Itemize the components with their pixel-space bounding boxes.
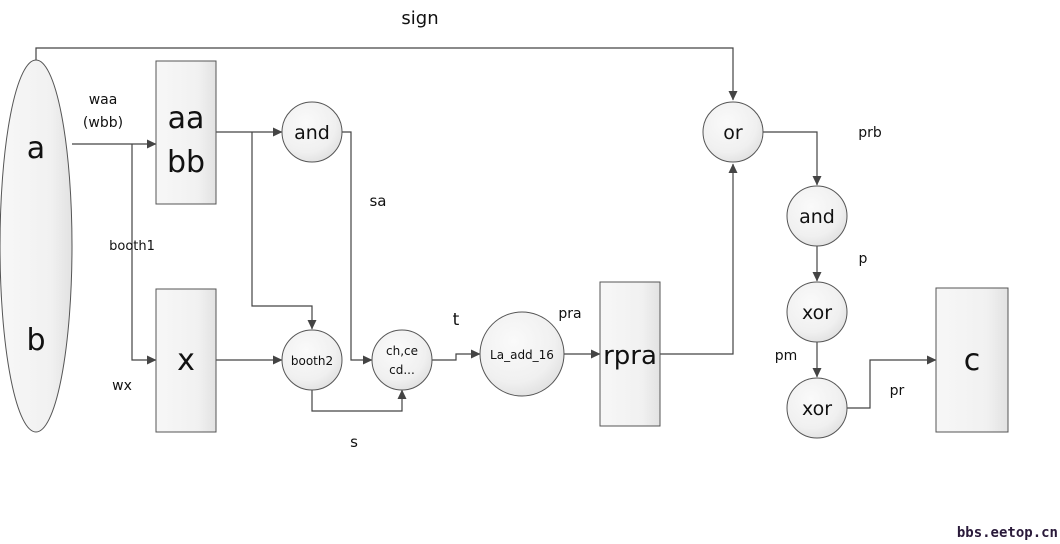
node-chce-line2: cd... [389,363,415,377]
wire-sign [35,47,738,101]
node-aa-bb-box[interactable]: aa bb [155,60,217,205]
node-aa-label: aa [168,101,205,136]
signal-label-t: t [453,310,460,330]
signal-label-sa: sa [369,192,386,210]
wire-s [311,389,407,412]
signal-label-prb: prb [858,125,882,141]
node-xor1-label: xor [802,302,832,324]
node-la-add-16-label: La_add_16 [490,348,554,362]
node-ab-ellipse[interactable]: a b [0,59,73,433]
watermark: bbs.eetop.cn [957,525,1058,541]
node-xor2-label: xor [802,398,832,420]
node-rpra-box[interactable]: rpra [599,281,661,427]
node-chce-line1: ch,ce [386,344,418,358]
node-rpra-label: rpra [603,341,657,371]
node-booth2-label: booth2 [291,354,333,368]
node-c-label: c [964,343,981,378]
node-or-label: or [723,122,743,144]
node-bb-label: bb [167,145,205,180]
node-la-add-16[interactable]: La_add_16 [479,311,565,397]
node-xor-gate-2[interactable]: xor [786,377,848,439]
node-b-label: b [26,323,45,358]
node-or-gate[interactable]: or [702,101,764,163]
wire-wx [131,144,157,365]
signal-label-booth1: booth1 [109,239,155,254]
wire-aabb-booth2 [251,132,317,330]
wire-prb [763,131,822,186]
signal-label-waa: waa [89,92,118,108]
wire-rpra-or [660,163,738,355]
node-x-box[interactable]: x [155,288,217,433]
signal-label-s: s [350,433,358,451]
signal-label-pm: pm [775,348,798,364]
signal-label-wbb: (wbb) [83,115,123,131]
signal-label-wx: wx [112,378,132,394]
node-a-label: a [27,131,45,166]
signal-label-sign: sign [401,8,438,29]
wire-t [432,349,481,361]
node-c-box[interactable]: c [935,287,1009,433]
wire-pr [847,355,937,409]
node-x-label: x [177,343,195,378]
node-booth2[interactable]: booth2 [281,329,343,391]
wire-sa [342,131,373,365]
signal-label-pr: pr [890,383,905,399]
signal-label-p: p [859,251,868,267]
node-and-gate-2[interactable]: and [786,185,848,247]
node-and2-label: and [799,206,835,228]
node-and1-label: and [294,122,330,144]
signal-label-pra: pra [558,306,581,322]
node-and-gate-1[interactable]: and [281,101,343,163]
node-chce[interactable]: ch,ce cd... [371,329,433,391]
node-xor-gate-1[interactable]: xor [786,281,848,343]
